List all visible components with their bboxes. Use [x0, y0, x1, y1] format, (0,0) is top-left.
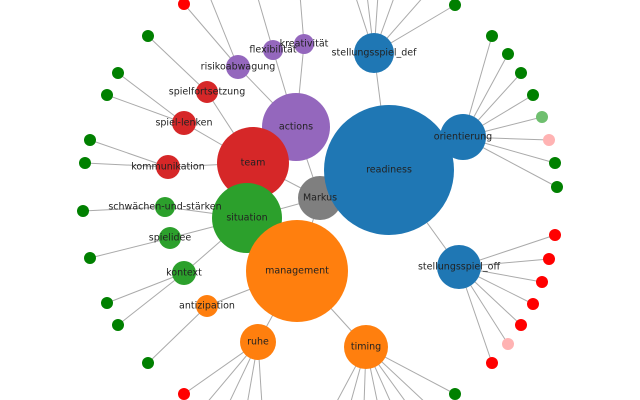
node-antizipation[interactable]	[196, 295, 218, 317]
leaf-node[interactable]	[502, 48, 514, 60]
leaf-node[interactable]	[101, 297, 113, 309]
node-label: spielfortsetzung	[169, 87, 245, 98]
leaf-node[interactable]	[527, 89, 539, 101]
node-label: kreativität	[280, 39, 329, 50]
node-kommunikation[interactable]	[156, 155, 180, 179]
leaf-node[interactable]	[549, 229, 561, 241]
node-schwaechen[interactable]	[155, 197, 175, 217]
leaf-node[interactable]	[486, 357, 498, 369]
edge	[183, 3, 239, 68]
node-label: actions	[279, 122, 313, 133]
leaf-node[interactable]	[79, 157, 91, 169]
edge	[84, 162, 169, 168]
leaf-node[interactable]	[142, 357, 154, 369]
leaf-node[interactable]	[101, 89, 113, 101]
node-label: readiness	[366, 165, 412, 176]
edge	[82, 206, 166, 212]
node-readiness[interactable]	[324, 105, 454, 235]
main-nodes	[155, 33, 486, 369]
node-flexibilitaet[interactable]	[263, 40, 283, 60]
leaf-node[interactable]	[527, 298, 539, 310]
node-ruhe[interactable]	[240, 324, 276, 360]
leaf-node[interactable]	[536, 276, 548, 288]
edge	[117, 272, 185, 326]
edge	[89, 139, 169, 168]
edge	[89, 237, 171, 259]
leaf-node[interactable]	[77, 205, 89, 217]
leaf-node[interactable]	[84, 134, 96, 146]
node-spielfortsetzung[interactable]	[196, 81, 218, 103]
node-management[interactable]	[246, 220, 348, 322]
leaf-node[interactable]	[536, 111, 548, 123]
leaf-node[interactable]	[112, 67, 124, 79]
node-stellungsspiel-def[interactable]	[354, 33, 394, 73]
node-label: Markus	[303, 193, 337, 204]
node-label: risikoabwagung	[201, 62, 276, 73]
leaf-node[interactable]	[449, 388, 461, 400]
leaf-node[interactable]	[549, 157, 561, 169]
node-label: timing	[351, 342, 381, 353]
node-orientierung[interactable]	[440, 114, 486, 160]
edge	[147, 35, 208, 93]
leaf-node[interactable]	[515, 319, 527, 331]
leaf-node[interactable]	[543, 253, 555, 265]
node-spiel-lenken[interactable]	[172, 111, 196, 135]
node-label: stellungsspiel_def	[332, 48, 418, 59]
edge	[106, 272, 185, 304]
leaf-node[interactable]	[502, 338, 514, 350]
leaf-node[interactable]	[178, 388, 190, 400]
edge	[210, 0, 239, 68]
edge	[117, 72, 185, 124]
edge	[147, 305, 208, 364]
node-label: orientierung	[434, 132, 492, 143]
node-timing[interactable]	[344, 325, 388, 369]
leaf-node[interactable]	[486, 30, 498, 42]
node-label: kommunikation	[131, 162, 205, 173]
node-label: ruhe	[247, 337, 269, 348]
node-label: spielidee	[149, 233, 192, 244]
edge	[106, 94, 185, 124]
leaf-nodes	[77, 0, 563, 400]
node-label: kontext	[166, 268, 202, 279]
node-risikoabwagung[interactable]	[226, 55, 250, 79]
leaf-node[interactable]	[84, 252, 96, 264]
node-label: schwächen-und-stärken	[108, 202, 221, 213]
node-spielidee[interactable]	[159, 227, 181, 249]
leaf-node[interactable]	[515, 67, 527, 79]
node-team[interactable]	[217, 127, 289, 199]
node-label: antizipation	[179, 301, 235, 312]
node-label: spiel-lenken	[155, 118, 212, 129]
node-label: management	[265, 266, 329, 277]
leaf-node[interactable]	[142, 30, 154, 42]
node-label: team	[241, 158, 266, 169]
node-label: flexibilität	[249, 45, 296, 56]
node-label: situation	[226, 213, 267, 224]
leaf-node[interactable]	[551, 181, 563, 193]
leaf-node[interactable]	[449, 0, 461, 11]
node-stellungsspiel-off[interactable]	[437, 245, 481, 289]
leaf-node[interactable]	[112, 319, 124, 331]
leaf-node[interactable]	[543, 134, 555, 146]
node-labels: Markus readiness orientierung stellungsspie…	[108, 39, 500, 353]
node-label: stellungsspiel_off	[418, 262, 500, 273]
leaf-node[interactable]	[178, 0, 190, 10]
node-kontext[interactable]	[172, 261, 196, 285]
node-kreativitaet[interactable]	[294, 34, 314, 54]
